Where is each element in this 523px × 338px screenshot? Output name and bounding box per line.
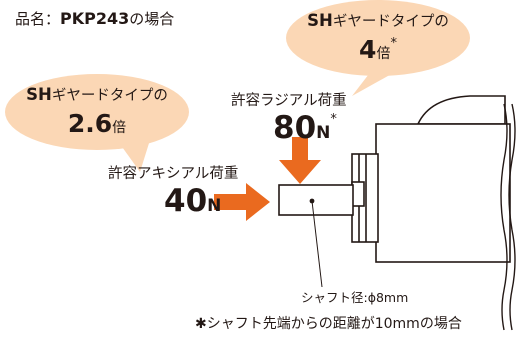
radial-load-value: 80 [273, 110, 317, 146]
bubble-axial-shape [5, 74, 189, 172]
footnote: ✱シャフト先端からの距離が10mmの場合 [195, 317, 462, 331]
axial-load-label: 許容アキシアル荷重 [108, 166, 239, 182]
radial-load-value-group: 80N* [273, 113, 337, 144]
break-lines [500, 103, 516, 331]
bubble-axial-unit: 倍 [112, 119, 127, 136]
footnote-text: シャフト先端からの距離が10mmの場合 [206, 316, 462, 332]
radial-load-label: 許容ラジアル荷重 [231, 93, 347, 109]
bubble-radial-line1: SHギヤードタイプの [296, 11, 460, 30]
radial-load-arrow [279, 137, 321, 184]
bubble-radial-line2: 4倍* [296, 37, 460, 62]
motor-drawing [351, 95, 511, 263]
bubble-radial-mark: * [390, 35, 397, 51]
bubble-axial-line1: SHギヤードタイプの [17, 85, 177, 104]
title-suffix: の場合 [129, 10, 175, 28]
bubble-axial: SHギヤードタイプの 2.6倍 [17, 85, 177, 136]
model-name: PKP243 [60, 9, 130, 28]
bubble-radial-value: 4 [359, 34, 377, 64]
footnote-mark: ✱ [195, 316, 207, 332]
bubble-axial-text: ギヤードタイプの [51, 88, 168, 104]
bubble-axial-value: 2.6 [67, 108, 113, 138]
bubble-radial: SHギヤードタイプの 4倍* [296, 11, 460, 62]
axial-load-arrow [214, 183, 270, 221]
shaft-leader [309, 198, 323, 288]
bubble-axial-line2: 2.6倍 [17, 111, 177, 136]
bubble-radial-text: ギヤードタイプの [332, 14, 449, 30]
axial-load-value: 40 [164, 183, 208, 219]
bubble-radial-brand: SH [307, 11, 333, 30]
shaft-drawing [278, 184, 354, 216]
bubble-axial-brand: SH [26, 85, 52, 104]
bubble-radial-unit: 倍 [376, 45, 391, 62]
axial-load-unit: N [207, 196, 222, 216]
radial-load-unit: N [316, 123, 331, 143]
axial-load-value-group: 40N [164, 186, 221, 217]
page-title: 品名：PKP243の場合 [15, 11, 174, 27]
bubble-radial-shape [286, 0, 470, 96]
radial-load-mark: * [330, 112, 337, 127]
title-prefix: 品名： [15, 10, 61, 28]
shaft-label: シャフト径:ϕ8mm [301, 290, 409, 305]
